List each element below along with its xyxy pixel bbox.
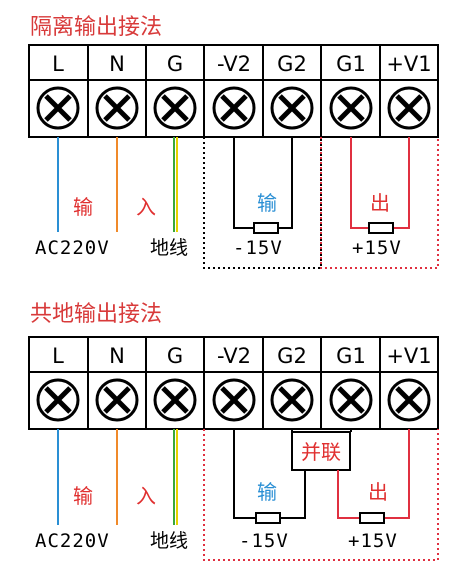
screw-terminal-icon xyxy=(153,378,197,422)
neg-output-wire xyxy=(233,137,293,229)
terminal-label-L: L xyxy=(52,344,64,368)
terminal-label-g1: G1 xyxy=(336,52,366,76)
terminal-label-G: G xyxy=(167,52,183,76)
screw-terminal-icon xyxy=(270,378,314,422)
screw-terminal-icon xyxy=(270,86,314,130)
section-title: 共地输出接法 xyxy=(30,302,162,327)
input-char-left: 输 xyxy=(73,484,93,508)
parallel-label: 并联 xyxy=(301,440,341,464)
pos-output-char: 出 xyxy=(368,480,388,504)
neg-voltage: -15V xyxy=(239,530,289,552)
parallel-box xyxy=(291,431,351,471)
terminal-label-g1: G1 xyxy=(336,344,366,368)
resistor-icon xyxy=(255,512,281,524)
screw-terminal-icon xyxy=(36,86,80,130)
ground-label: 地线 xyxy=(150,530,188,552)
ground-label: 地线 xyxy=(150,237,188,259)
terminal-label-N: N xyxy=(109,344,125,368)
terminal-label-G: G xyxy=(167,344,183,368)
ac-label: AC220V xyxy=(35,237,110,259)
screw-terminal-icon xyxy=(329,86,373,130)
terminal-label-g2: G2 xyxy=(277,344,307,368)
output-box xyxy=(203,429,439,561)
pos-output-wire xyxy=(350,137,410,229)
screw-terminal-icon xyxy=(95,378,139,422)
section-isolated: 隔离输出接法 L N G -V2 G2 G1 +V1 xyxy=(28,15,439,269)
terminal-label-neg-v2: -V2 xyxy=(217,344,251,368)
screw-terminal-icon xyxy=(212,86,256,130)
input-char-right: 入 xyxy=(136,195,156,219)
screw-terminal-icon xyxy=(387,86,431,130)
screw-terminal-icon xyxy=(36,378,80,422)
resistor-icon xyxy=(368,222,394,234)
resistor-icon xyxy=(253,222,279,234)
pos-voltage: +15V xyxy=(348,530,398,552)
screw-terminal-icon xyxy=(212,378,256,422)
terminal-label-pos-v1: +V1 xyxy=(386,52,431,76)
terminal-label-L: L xyxy=(52,52,64,76)
screw-terminal-icon xyxy=(329,378,373,422)
section-common-ground: 共地输出接法 L N G -V2 G2 G1 +V1 xyxy=(28,302,439,561)
neg-output-wire xyxy=(233,429,306,519)
terminal-label-neg-v2: -V2 xyxy=(217,52,251,76)
terminal-label-N: N xyxy=(109,52,125,76)
screw-terminal-icon xyxy=(387,378,431,422)
terminal-label-pos-v1: +V1 xyxy=(386,344,431,368)
screw-terminal-icon xyxy=(95,86,139,130)
positive-output-box xyxy=(320,137,439,269)
pos-output-wire xyxy=(337,429,410,519)
negative-output-box xyxy=(203,137,322,269)
pos-output-char: 出 xyxy=(370,191,390,215)
screw-terminal-icon xyxy=(153,86,197,130)
input-char-left: 输 xyxy=(73,195,93,219)
pos-voltage: +15V xyxy=(352,237,402,259)
neg-output-char: 输 xyxy=(257,191,277,215)
input-char-right: 入 xyxy=(136,484,156,508)
terminal-label-g2: G2 xyxy=(277,52,307,76)
neg-output-char: 输 xyxy=(257,480,277,504)
section-title: 隔离输出接法 xyxy=(30,15,162,40)
resistor-icon xyxy=(359,512,385,524)
neg-voltage: -15V xyxy=(233,237,283,259)
ac-label: AC220V xyxy=(35,530,110,552)
